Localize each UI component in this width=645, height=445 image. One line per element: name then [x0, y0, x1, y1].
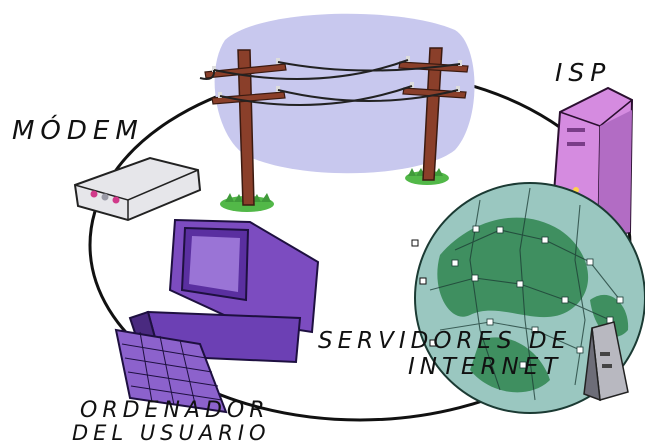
utility-pole-left-icon — [204, 49, 287, 206]
user-label-line2: DEL USUARIO — [72, 421, 271, 445]
isp-label: ISP — [555, 58, 612, 87]
loop-nodes — [411, 239, 437, 347]
power-lines — [199, 59, 461, 106]
modem-label: MÓDEM — [12, 116, 144, 146]
user-label-line1: ORDENADOR — [80, 398, 270, 423]
computer-icon — [114, 218, 320, 414]
modem-icon — [73, 156, 202, 222]
server-tower-icon — [583, 321, 629, 402]
sky-blob — [214, 13, 475, 174]
servers-label-line2: INTERNET — [408, 354, 563, 380]
servers-label-line1: SERVIDORES DE — [318, 328, 572, 354]
